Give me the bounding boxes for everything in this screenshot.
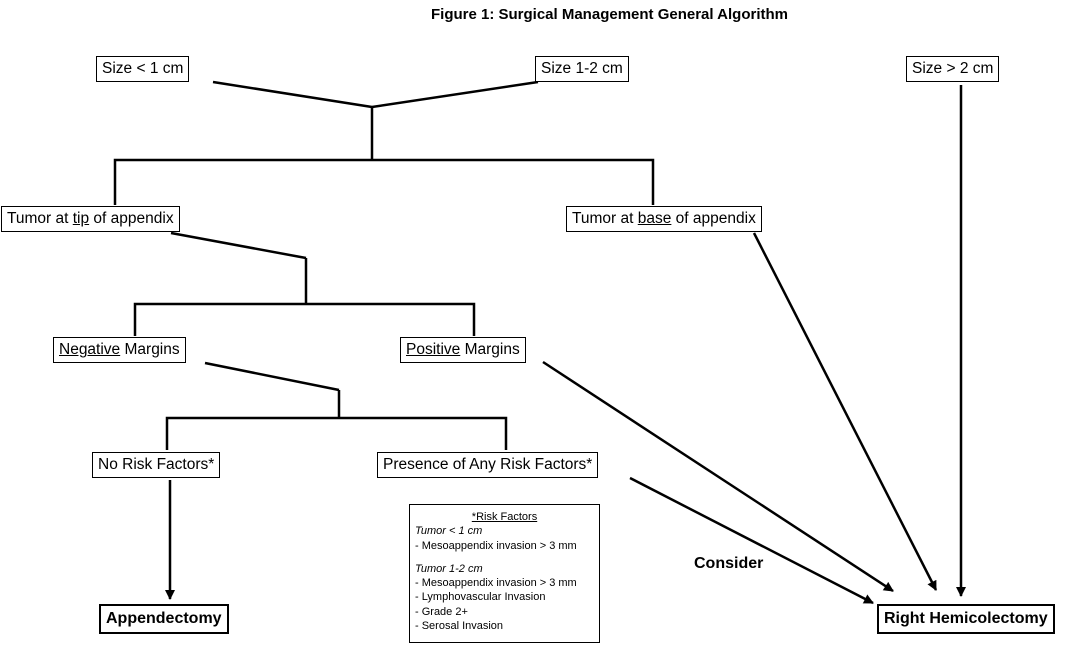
neg-label-underlined: Negative: [59, 341, 121, 358]
connector-split-tip-base: [113, 158, 655, 205]
node-any-risk-factors: Presence of Any Risk Factors*: [377, 452, 599, 478]
risk-factors-header: *Risk Factors: [471, 511, 538, 523]
node-negative-margins: Negative Margins: [53, 337, 186, 363]
node-size-lt1: Size < 1 cm: [96, 56, 190, 82]
base-label-pre: Tumor at: [572, 210, 638, 227]
arrow-base-to-hemicolectomy: [752, 232, 938, 591]
node-right-hemicolectomy: Right Hemicolectomy: [877, 604, 1055, 634]
tip-label-post: of appendix: [89, 210, 174, 227]
node-tumor-base: Tumor at base of appendix: [566, 206, 762, 232]
connector-split-margins: [133, 302, 476, 336]
consider-label: Consider: [694, 555, 764, 572]
connector-split-risk: [165, 416, 508, 450]
base-label-post: of appendix: [671, 210, 756, 227]
connector-neg: [204, 361, 340, 392]
figure-title: Figure 1: Surgical Management General Al…: [430, 6, 788, 23]
risk-item: - Serosal Invasion: [415, 620, 504, 633]
risk-factors-box: *Risk Factors Tumor < 1 cm - Mesoappendi…: [409, 504, 600, 643]
tip-label-underlined: tip: [72, 210, 90, 227]
risk-item: - Lymphovascular Invasion: [415, 591, 546, 604]
arrow-anyrisk-to-hemicolectomy: [629, 476, 874, 605]
node-size-1-2: Size 1-2 cm: [535, 56, 629, 82]
risk-group1-title: Tumor < 1 cm: [415, 525, 483, 538]
connector-tip: [170, 231, 307, 260]
pos-label-underlined: Positive: [406, 341, 461, 358]
node-size-gt2: Size > 2 cm: [906, 56, 1000, 82]
connector-size-1-2: [371, 80, 539, 109]
risk-item: - Grade 2+: [415, 605, 468, 618]
base-label-underlined: base: [637, 210, 672, 227]
node-no-risk-factors: No Risk Factors*: [92, 452, 221, 478]
arrow-positive-to-hemicolectomy: [542, 360, 894, 593]
pos-label-post: Margins: [460, 341, 520, 358]
risk-item: - Mesoappendix invasion > 3 mm: [415, 577, 577, 590]
risk-group2-title: Tumor 1-2 cm: [415, 562, 483, 575]
node-positive-margins: Positive Margins: [400, 337, 526, 363]
node-appendectomy: Appendectomy: [99, 604, 229, 634]
connector-size-lt1: [212, 80, 373, 109]
risk-item: - Mesoappendix invasion > 3 mm: [415, 539, 577, 552]
neg-label-post: Margins: [120, 341, 180, 358]
node-tumor-tip: Tumor at tip of appendix: [1, 206, 180, 232]
tip-label-pre: Tumor at: [7, 210, 73, 227]
